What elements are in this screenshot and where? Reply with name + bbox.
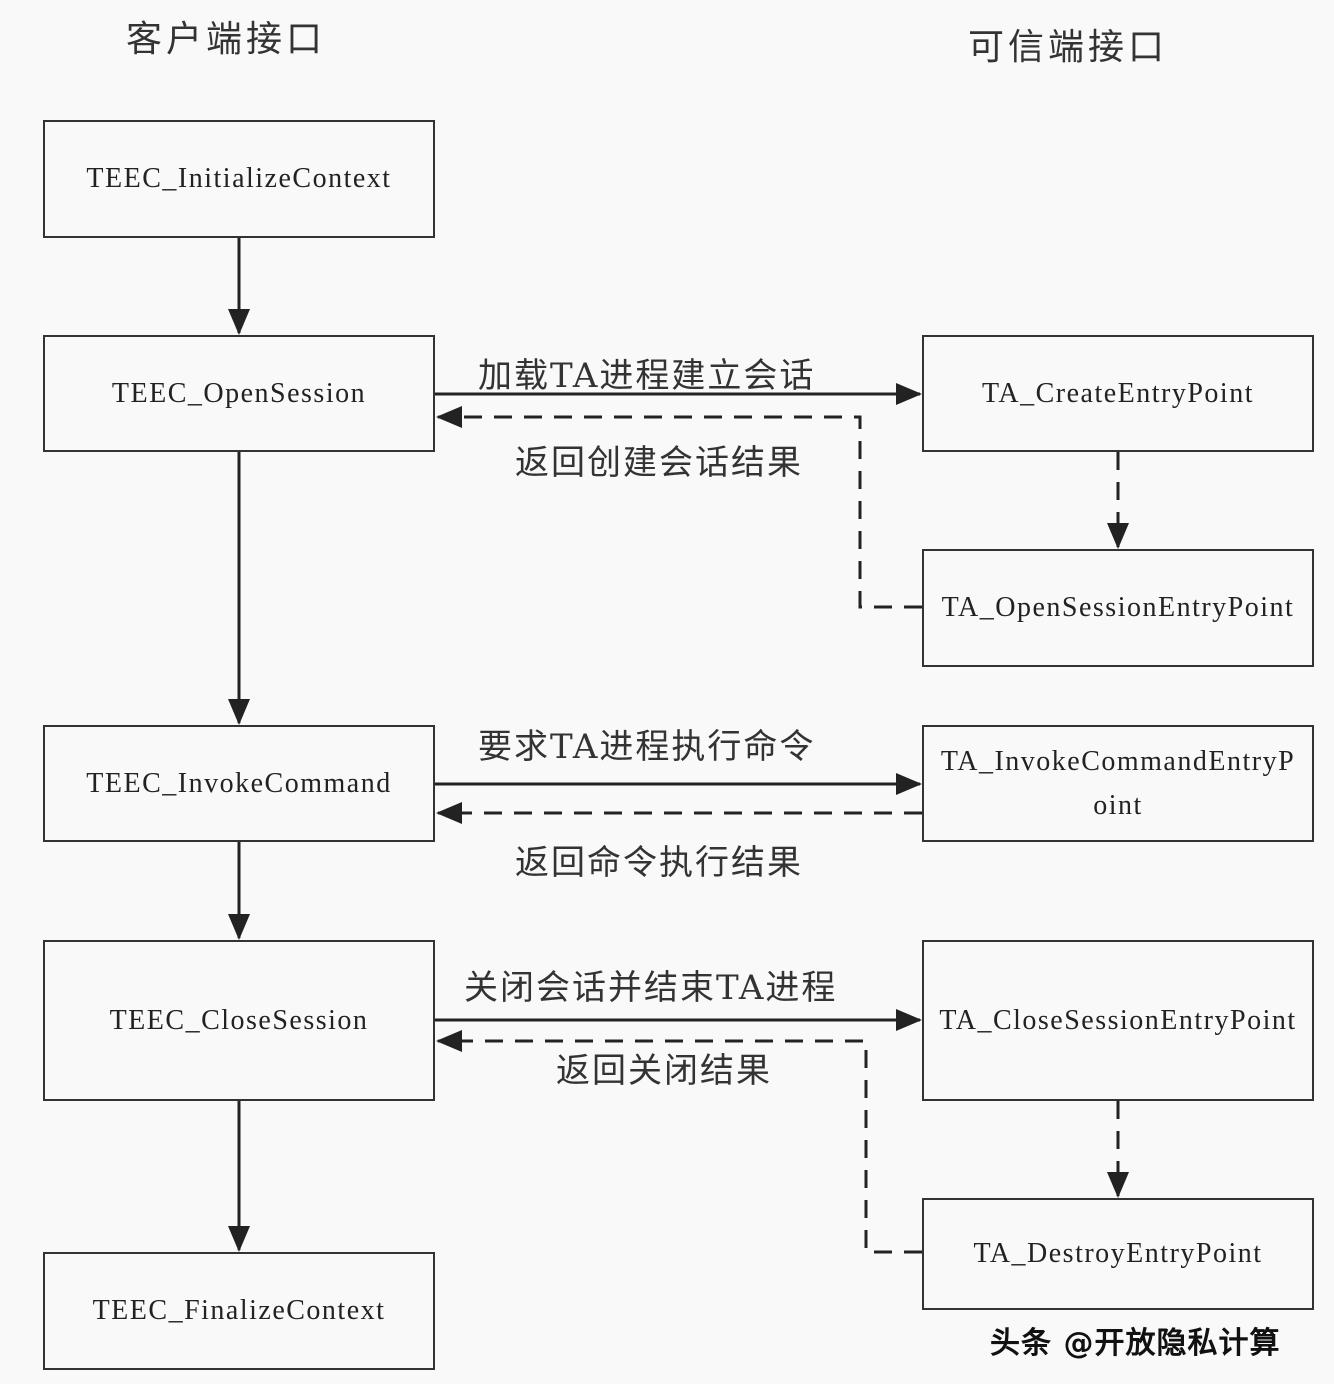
client-invoke-command-label: TEEC_InvokeCommand (86, 767, 392, 799)
dashed-return-session (436, 406, 922, 609)
client-close-session-box: TEEC_CloseSession (43, 940, 435, 1101)
ta-open-session-box: TA_OpenSessionEntryPoint (922, 549, 1314, 667)
trusted-heading: 可信端接口 (968, 27, 1169, 68)
watermark: 头条 @开放隐私计算 (990, 1326, 1281, 1361)
edge-label-load-ta: 加载TA进程建立会话 (478, 356, 816, 396)
ta-open-session-label: TA_OpenSessionEntryPoint (941, 592, 1295, 623)
client-heading: 客户端接口 (126, 19, 327, 60)
edge-label-return-session: 返回创建会话结果 (515, 443, 803, 483)
client-initialize-label: TEEC_InitializeContext (86, 163, 392, 194)
client-open-session-box: TEEC_OpenSession (43, 335, 435, 452)
ta-close-session-box: TA_CloseSessionEntryPoint (922, 940, 1314, 1101)
edge-label-return-command: 返回命令执行结果 (515, 843, 803, 883)
ta-invoke-command-box: TA_InvokeCommandEntryPoint (922, 725, 1314, 842)
edge-label-close-session: 关闭会话并结束TA进程 (464, 968, 838, 1008)
client-finalize-box: TEEC_FinalizeContext (43, 1252, 435, 1370)
ta-create-label: TA_CreateEntryPoint (982, 377, 1254, 409)
edge-label-request-command: 要求TA进程执行命令 (478, 727, 816, 767)
edge-label-return-close: 返回关闭结果 (556, 1051, 772, 1091)
ta-close-session-label: TA_CloseSessionEntryPoint (939, 1004, 1297, 1036)
client-invoke-command-box: TEEC_InvokeCommand (43, 725, 435, 842)
client-close-session-label: TEEC_CloseSession (109, 1004, 369, 1036)
client-initialize-box: TEEC_InitializeContext (43, 120, 435, 238)
client-open-session-label: TEEC_OpenSession (111, 377, 367, 409)
ta-destroy-box: TA_DestroyEntryPoint (922, 1198, 1314, 1310)
dashed-return-close (436, 1030, 922, 1254)
client-finalize-label: TEEC_FinalizeContext (92, 1295, 386, 1326)
ta-destroy-label: TA_DestroyEntryPoint (973, 1238, 1263, 1269)
ta-create-box: TA_CreateEntryPoint (922, 335, 1314, 452)
ta-invoke-command-label: TA_InvokeCommandEntryPoint (940, 745, 1296, 821)
